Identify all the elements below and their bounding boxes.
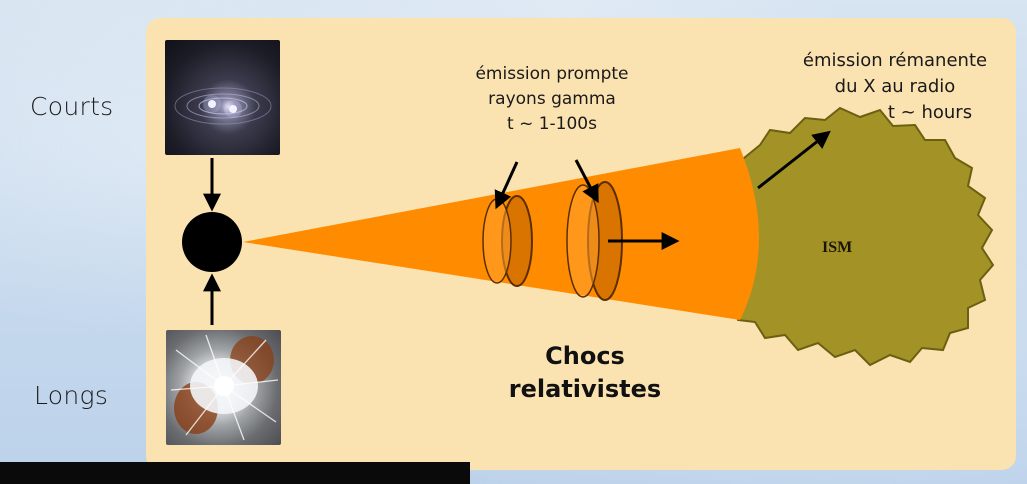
prompt-emission-text: émission prompte rayons gamma t ~ 1-100s bbox=[432, 62, 672, 137]
relativistic-shocks-label: Chocs relativistes bbox=[470, 340, 700, 406]
prompt-line-2: rayons gamma bbox=[432, 87, 672, 112]
afterglow-line-2: du X au radio bbox=[760, 74, 1027, 100]
prompt-line-3: t ~ 1-100s bbox=[432, 112, 672, 137]
ism-label: ISM bbox=[822, 239, 852, 256]
afterglow-line-3: t ~ hours bbox=[760, 100, 1027, 126]
bottom-caption-bar bbox=[0, 462, 470, 484]
afterglow-emission-text: émission rémanente du X au radio t ~ hou… bbox=[760, 48, 1027, 126]
central-engine-black-hole bbox=[182, 212, 242, 272]
afterglow-line-1: émission rémanente bbox=[760, 48, 1027, 74]
shock-shell-1 bbox=[483, 196, 532, 286]
shocks-line-2: relativistes bbox=[470, 373, 700, 406]
shocks-line-1: Chocs bbox=[470, 340, 700, 373]
prompt-line-1: émission prompte bbox=[432, 62, 672, 87]
